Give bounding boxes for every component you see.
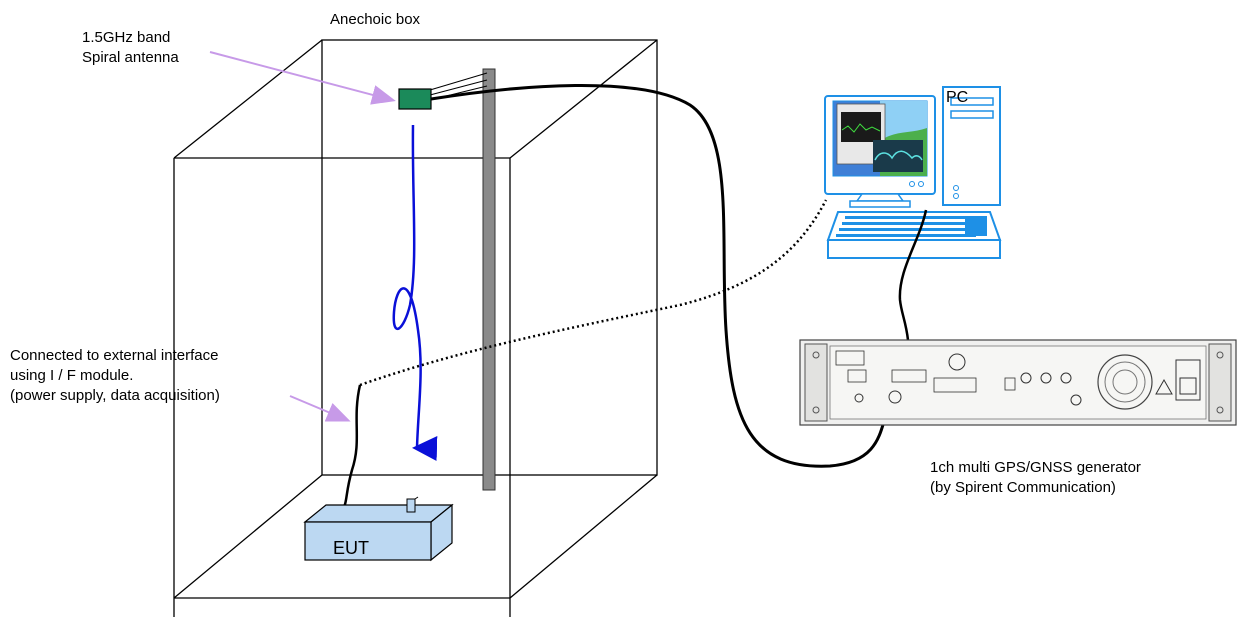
pc-label: PC <box>946 89 969 106</box>
interface-cable <box>340 384 362 513</box>
generator-label-line1: 1ch multi GPS/GNSS generator <box>930 459 1141 476</box>
antenna-label-line1: 1.5GHz band <box>82 29 171 46</box>
rf-cable <box>430 83 889 468</box>
signal-arrow <box>392 124 438 462</box>
generator-label-line2: (by Spirent Communication) <box>930 479 1116 496</box>
interface-label-line2: using I / F module. <box>10 367 134 384</box>
antenna-pointer-arrow <box>209 51 396 105</box>
interface-label-line3: (power supply, data acquisition) <box>10 387 220 404</box>
interface-pointer-arrow <box>289 395 351 422</box>
antenna-mast <box>482 68 496 491</box>
interface-label: Connected to external interface using I … <box>10 346 220 406</box>
eut-label: EUT <box>333 538 369 558</box>
generator-label: 1ch multi GPS/GNSS generator (by Spirent… <box>930 458 1141 498</box>
device-box-icon <box>303 496 454 562</box>
desktop-computer-icon <box>824 86 1002 259</box>
antenna-label: 1.5GHz band Spiral antenna <box>82 28 179 68</box>
data-link-dotted <box>359 199 828 387</box>
interface-label-line1: Connected to external interface <box>10 347 219 364</box>
antenna-label-line2: Spiral antenna <box>82 49 179 66</box>
rack-generator-icon <box>799 339 1237 426</box>
anechoic-box-label: Anechoic box <box>330 11 421 28</box>
antenna-icon <box>398 88 432 110</box>
